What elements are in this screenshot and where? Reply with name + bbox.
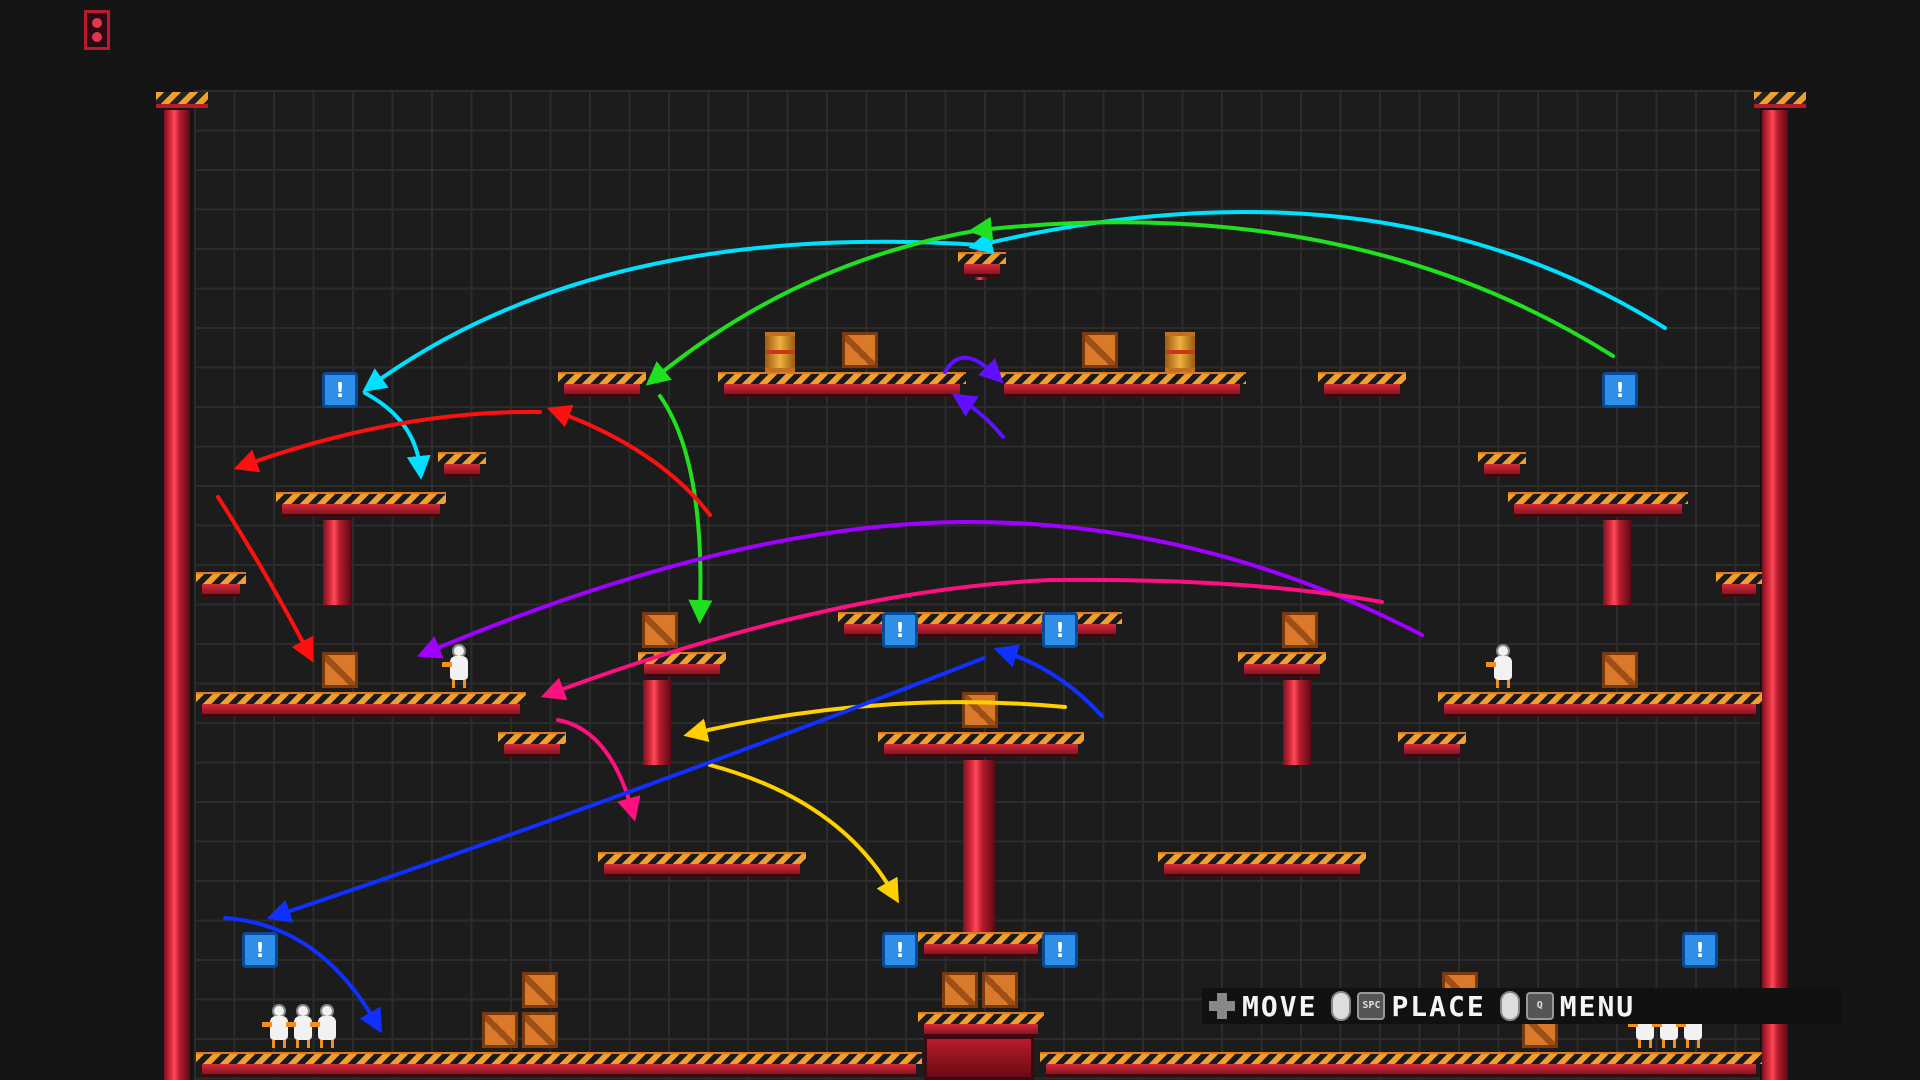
platform-center-lower[interactable] — [918, 932, 1044, 958]
mouse-icon — [1499, 991, 1520, 1021]
right-wall-pillar — [1762, 110, 1788, 1080]
platform-left-main[interactable] — [196, 692, 526, 718]
move-hint: MOVE — [1208, 990, 1317, 1023]
platform-upper-center-right[interactable] — [998, 372, 1246, 398]
menu-label: MENU — [1559, 989, 1636, 1023]
platform-top-center-spawner[interactable] — [958, 252, 1006, 278]
item-block[interactable]: ! — [1042, 612, 1078, 648]
move-label: MOVE — [1242, 989, 1318, 1023]
duck-player[interactable] — [442, 644, 470, 688]
platform-left-ledge-cap[interactable] — [438, 452, 486, 478]
wooden-crate[interactable] — [642, 612, 678, 648]
wooden-crate[interactable] — [962, 692, 998, 728]
platform-upper-right-small[interactable] — [1318, 372, 1406, 398]
platform-right-main[interactable] — [1438, 692, 1762, 718]
platform-right-upper-shelf[interactable] — [1508, 492, 1688, 518]
wooden-crate[interactable] — [1282, 612, 1318, 648]
platform-upper-center-left[interactable] — [718, 372, 966, 398]
item-block[interactable]: ! — [1602, 372, 1638, 408]
item-block[interactable]: ! — [882, 612, 918, 648]
platform-lower-left[interactable] — [598, 852, 806, 878]
q-key-icon: Q — [1525, 992, 1554, 1020]
item-block[interactable]: ! — [882, 932, 918, 968]
platform-lower-right[interactable] — [1158, 852, 1366, 878]
platform-upper-left-small[interactable] — [558, 372, 646, 398]
dpad-icon — [1208, 992, 1236, 1020]
item-block[interactable]: ! — [1042, 932, 1078, 968]
duck-player[interactable] — [1486, 644, 1514, 688]
spawn-pad[interactable] — [924, 1036, 1034, 1080]
wooden-crate[interactable] — [982, 972, 1018, 1008]
platform-right-step[interactable] — [1398, 732, 1466, 758]
right-pillar-cap — [1754, 92, 1806, 108]
left-wall-pillar — [164, 110, 190, 1080]
platform-left-upper-shelf[interactable] — [276, 492, 446, 518]
duck-player[interactable] — [310, 1004, 338, 1048]
wooden-crate[interactable] — [322, 652, 358, 688]
item-block[interactable]: ! — [322, 372, 358, 408]
wooden-crate[interactable] — [482, 1012, 518, 1048]
platform-spawn-pad-top[interactable] — [918, 1012, 1044, 1038]
left-short-pillar — [323, 520, 351, 605]
wooden-crate[interactable] — [522, 1012, 558, 1048]
platform-left-mid-post[interactable] — [638, 652, 726, 678]
wooden-crate[interactable] — [942, 972, 978, 1008]
item-block[interactable]: ! — [242, 932, 278, 968]
platform-center-upper-bridge[interactable] — [838, 612, 1122, 638]
center-support-pillar — [963, 760, 995, 945]
explosive-barrel[interactable] — [1165, 332, 1195, 372]
place-label: PLACE — [1391, 989, 1486, 1023]
menu-indicator-icon[interactable] — [84, 10, 110, 50]
wooden-crate[interactable] — [522, 972, 558, 1008]
platform-far-left-nub[interactable] — [196, 572, 246, 598]
platform-floor-left[interactable] — [196, 1052, 922, 1078]
left-pillar-cap — [156, 92, 208, 108]
platform-left-step[interactable] — [498, 732, 566, 758]
wooden-crate[interactable] — [842, 332, 878, 368]
platform-right-ledge-cap[interactable] — [1478, 452, 1526, 478]
platform-right-mid-post[interactable] — [1238, 652, 1326, 678]
menu-hint: Q MENU — [1499, 989, 1636, 1023]
wooden-crate[interactable] — [1082, 332, 1118, 368]
platform-center-mid[interactable] — [878, 732, 1084, 758]
wooden-crate[interactable] — [1602, 652, 1638, 688]
platform-far-right-nub[interactable] — [1716, 572, 1762, 598]
item-block[interactable]: ! — [1682, 932, 1718, 968]
mouse-icon — [1331, 991, 1352, 1021]
mid-left-pillar — [643, 680, 671, 765]
mid-right-pillar — [1283, 680, 1311, 765]
explosive-barrel[interactable] — [765, 332, 795, 372]
right-short-pillar — [1603, 520, 1631, 605]
platform-floor-right[interactable] — [1040, 1052, 1762, 1078]
control-hints-bar: MOVE SPC PLACE Q MENU — [1202, 988, 1842, 1024]
place-hint: SPC PLACE — [1331, 990, 1485, 1023]
space-key-icon: SPC — [1357, 992, 1386, 1020]
